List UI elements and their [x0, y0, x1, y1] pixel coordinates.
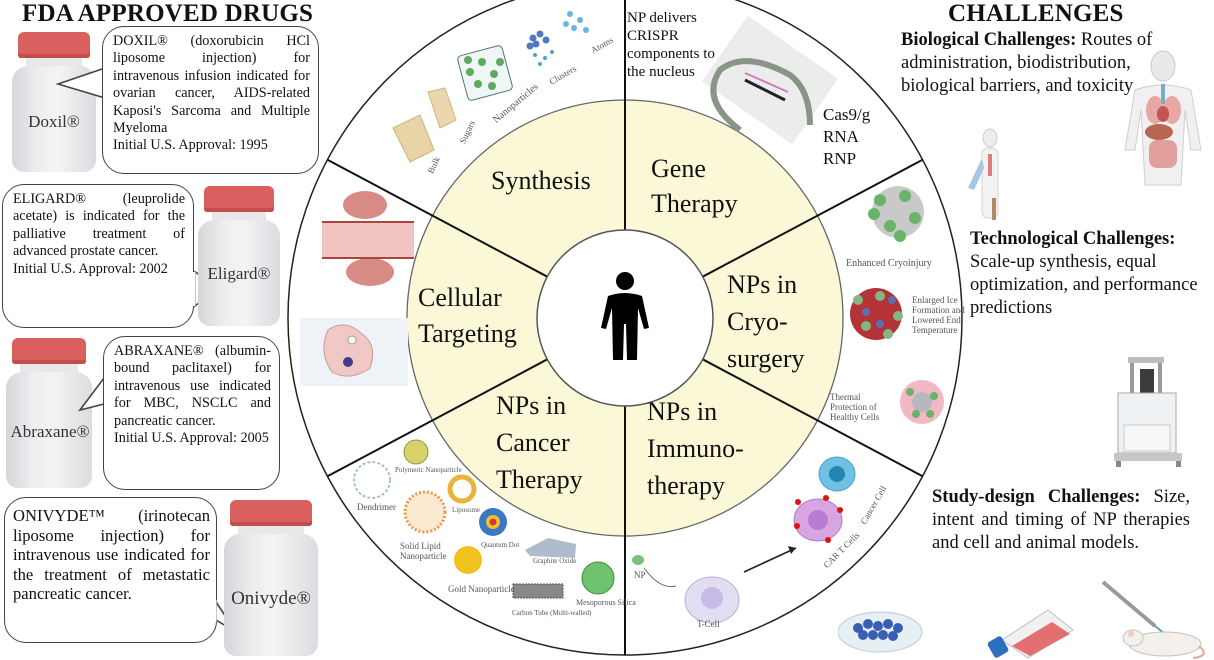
- synthesis-clusters-icon: [526, 30, 554, 66]
- challenge-heading: Technological Challenges:: [970, 229, 1176, 249]
- caption-graphite-oxide: Graphite Oxide: [533, 557, 577, 565]
- sector-label-immunotherapy: NPs in Immuno- therapy: [647, 397, 744, 500]
- bottle-cap: [204, 186, 274, 212]
- petri-dish-icon: [838, 611, 923, 653]
- caption-quantum-dot: Quantum Dot: [481, 541, 520, 549]
- challenge-heading: Biological Challenges:: [901, 30, 1077, 50]
- drug-description: ELIGARD® (leuprolide acetate) is indicat…: [13, 191, 185, 260]
- study-models-icons: [838, 580, 1205, 659]
- sector-label-synthesis: Synthesis: [491, 166, 591, 195]
- sector-label-cancer-therapy: NPs in Cancer Therapy: [496, 391, 583, 494]
- human-blood-vessel-icon: [968, 128, 999, 220]
- car-t-cell-icon: [743, 495, 843, 573]
- challenge-biological: Biological Challenges: Routes of adminis…: [901, 29, 1201, 98]
- mesoporous-silica-icon: [581, 561, 615, 595]
- carbon-tube-icon: [512, 583, 564, 599]
- challenge-text: Size, intent and timing of NP therapies …: [932, 487, 1190, 553]
- caption-enlarged-ice: Enlarged Ice Formation and Lowered End T…: [912, 295, 965, 335]
- person-icon: [601, 272, 649, 360]
- sector-label-gene-therapy: Gene Therapy: [651, 154, 738, 218]
- bottle-cap: [18, 32, 90, 58]
- synthesis-reactor-icon: [1114, 357, 1182, 467]
- drug-description: ONIVYDE™ (irinotecan liposome injection)…: [13, 506, 210, 603]
- cell-targeting-icon: [300, 318, 408, 386]
- caption-carbon-tube: Carbon Tube (Multi-walled): [512, 609, 592, 617]
- drug-info-bubble: ABRAXANE® (albumin-bound paclitaxel) for…: [103, 336, 280, 490]
- thermal-protection-icon: [900, 380, 944, 424]
- drug-approval: Initial U.S. Approval: 2005: [114, 430, 269, 447]
- human-anatomy-icon: [1124, 50, 1202, 186]
- synthesis-atoms-icon: [563, 11, 589, 33]
- solid-lipid-np-icon: [403, 490, 447, 534]
- synthesis-sugars-icon: [427, 87, 457, 129]
- onivyde-bottle: Onivyde®: [224, 500, 318, 656]
- ice-formation-icon: [850, 288, 903, 340]
- divider-cellular-synthesis: [326, 158, 548, 278]
- caption-liposome: Liposome: [452, 506, 480, 514]
- tumor-vessel-icon: [322, 191, 414, 286]
- fda-title: FDA APPROVED DRUGS: [22, 0, 314, 27]
- bottle-cap: [12, 338, 86, 364]
- sector-label-cellular-targeting: Cellular Targeting: [418, 283, 517, 348]
- mouse-injection-icon: [1101, 580, 1205, 659]
- drug-info-bubble: ONIVYDE™ (irinotecan liposome injection)…: [4, 497, 217, 643]
- challenge-heading: Study-design Challenges:: [932, 487, 1141, 507]
- caption-t-cell: T-Cell: [697, 619, 720, 629]
- caption-np: NP: [634, 570, 646, 580]
- gold-np-icon: [454, 546, 482, 574]
- caption-enhanced-cryoinjury: Enhanced Cryoinjury: [846, 258, 932, 269]
- abraxane-bottle: Abraxane®: [6, 338, 92, 488]
- synthesis-bulk-icon: [392, 114, 435, 163]
- bottle-label: Onivyde®: [231, 588, 311, 609]
- cancer-cell-icon: [818, 456, 856, 492]
- culture-flask-icon: [987, 609, 1074, 659]
- challenge-text: Routes of administration, biodistributio…: [901, 30, 1153, 96]
- drug-approval: Initial U.S. Approval: 2002: [13, 260, 168, 277]
- drug-info-bubble: ELIGARD® (leuprolide acetate) is indicat…: [2, 184, 194, 328]
- dendrimer-icon: [353, 461, 391, 499]
- quantum-dot-icon: [479, 508, 507, 536]
- t-cell-icon: [643, 567, 740, 624]
- cryoinjury-icon: [868, 186, 924, 242]
- bottle-label: Abraxane®: [10, 422, 90, 441]
- crispr-cargo-list: Cas9/g RNA RNP: [823, 105, 871, 168]
- caption-thermal-protection: Thermal Protection of Healthy Cells: [830, 392, 880, 422]
- crispr-note: NP delivers CRISPR components to the nuc…: [627, 10, 715, 80]
- divider-cryo-immuno: [702, 358, 924, 478]
- bottle-label: Eligard®: [207, 264, 271, 283]
- drug-description: DOXIL® (doxorubicin HCl liposome injecti…: [113, 33, 310, 137]
- challenge-technological: Technological Challenges: Scale-up synth…: [970, 228, 1202, 320]
- challenges-title: CHALLENGES: [948, 0, 1124, 27]
- caption-polymeric: Polymeric Nanoparticle: [395, 466, 462, 474]
- synthesis-nanoparticles-icon: [457, 45, 513, 101]
- caption-gold-np: Gold Nanoparticle: [448, 584, 515, 594]
- liposome-icon: [447, 474, 477, 504]
- eligard-bottle: Eligard®: [198, 186, 280, 326]
- bottle-cap: [230, 500, 312, 526]
- challenge-text: Scale-up synthesis, equal optimization, …: [970, 252, 1198, 318]
- caption-dendrimer: Dendrimer: [357, 502, 396, 512]
- divider-cancer-cellular: [326, 358, 548, 478]
- crispr-nucleus-icon: [702, 15, 838, 145]
- drug-description: ABRAXANE® (albumin-bound paclitaxel) for…: [114, 343, 271, 429]
- caption-mesoporous-silica: Mesoporous Silica: [576, 598, 636, 607]
- graphite-oxide-icon: [525, 538, 576, 558]
- sector-label-cryosurgery: NPs in Cryo- surgery: [727, 270, 805, 373]
- caption-solid-lipid: Solid Lipid Nanoparticle: [400, 541, 447, 561]
- drug-approval: Initial U.S. Approval: 1995: [113, 137, 268, 154]
- doxil-bottle: Doxil®: [12, 32, 96, 172]
- np-particle-icon: [632, 555, 644, 565]
- divider-gene-cryo: [702, 158, 924, 278]
- bottle-label: Doxil®: [28, 112, 80, 131]
- challenge-study-design: Study-design Challenges: Size, intent an…: [932, 486, 1190, 555]
- polymeric-np-icon: [403, 439, 429, 465]
- drug-info-bubble: DOXIL® (doxorubicin HCl liposome injecti…: [102, 26, 319, 174]
